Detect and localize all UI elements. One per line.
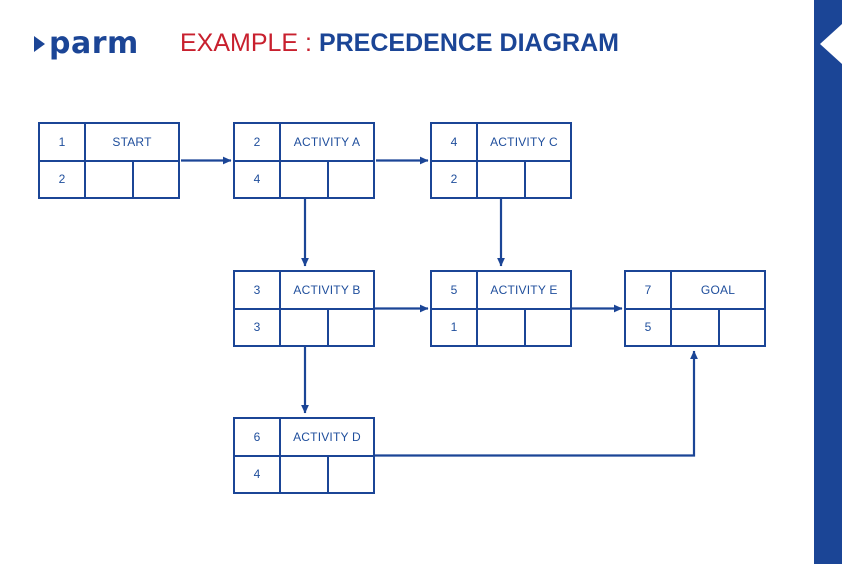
node-duration: 4 bbox=[235, 456, 281, 492]
node-row-bottom: 4 bbox=[235, 161, 373, 198]
chevron-left-icon bbox=[820, 24, 842, 64]
node-blank-left bbox=[281, 161, 329, 197]
title-separator: : bbox=[298, 29, 319, 57]
node-activity-c[interactable]: 4 ACTIVITY C 2 bbox=[430, 122, 572, 199]
node-row-top: 2 ACTIVITY A bbox=[235, 124, 373, 162]
node-row-bottom: 2 bbox=[40, 161, 178, 198]
node-goal[interactable]: 7 GOAL 5 bbox=[624, 270, 766, 347]
play-triangle-icon bbox=[34, 36, 45, 52]
node-row-bottom: 1 bbox=[432, 309, 570, 346]
node-row-top: 5 ACTIVITY E bbox=[432, 272, 570, 310]
node-blank-right bbox=[329, 162, 373, 198]
node-number: 7 bbox=[626, 272, 672, 308]
precedence-diagram: 1 START 2 2 ACTIVITY A 4 4 ACTIVITY C 2 bbox=[38, 122, 766, 494]
page-title: EXAMPLE : PRECEDENCE DIAGRAM bbox=[180, 29, 619, 58]
node-activity-b[interactable]: 3 ACTIVITY B 3 bbox=[233, 270, 375, 347]
node-start[interactable]: 1 START 2 bbox=[38, 122, 180, 199]
node-blank-right bbox=[526, 310, 570, 346]
node-duration: 2 bbox=[40, 161, 86, 197]
node-blank-right bbox=[329, 310, 373, 346]
node-row-top: 1 START bbox=[40, 124, 178, 162]
node-number: 4 bbox=[432, 124, 478, 160]
node-label: ACTIVITY B bbox=[293, 282, 361, 297]
node-activity-d[interactable]: 6 ACTIVITY D 4 bbox=[233, 417, 375, 494]
node-number: 6 bbox=[235, 419, 281, 455]
node-label: ACTIVITY C bbox=[490, 134, 558, 149]
node-activity-a[interactable]: 2 ACTIVITY A 4 bbox=[233, 122, 375, 199]
edge-activity-d-to-goal bbox=[375, 350, 698, 457]
node-blank-left bbox=[281, 309, 329, 345]
node-label: GOAL bbox=[700, 282, 736, 297]
node-number: 3 bbox=[235, 272, 281, 308]
node-row-top: 4 ACTIVITY C bbox=[432, 124, 570, 162]
node-label: ACTIVITY D bbox=[293, 429, 361, 444]
node-row-top: 3 ACTIVITY B bbox=[235, 272, 373, 310]
node-blank-left bbox=[478, 161, 526, 197]
node-duration: 4 bbox=[235, 161, 281, 197]
title-main-text: PRECEDENCE DIAGRAM bbox=[318, 29, 619, 57]
node-duration: 2 bbox=[432, 161, 478, 197]
node-row-top: 7 GOAL bbox=[626, 272, 764, 310]
node-label: START bbox=[112, 134, 152, 149]
node-row-bottom: 2 bbox=[432, 161, 570, 198]
node-number: 5 bbox=[432, 272, 478, 308]
right-decorative-bar bbox=[814, 0, 842, 564]
node-blank-left bbox=[281, 456, 329, 492]
logo-wordmark: parm bbox=[49, 26, 139, 61]
node-blank-right bbox=[329, 457, 373, 493]
node-duration: 3 bbox=[235, 309, 281, 345]
node-number: 1 bbox=[40, 124, 86, 160]
node-blank-left bbox=[672, 309, 720, 345]
node-row-bottom: 3 bbox=[235, 309, 373, 346]
node-row-bottom: 5 bbox=[626, 309, 764, 346]
title-example-word: EXAMPLE bbox=[180, 29, 299, 57]
parm-logo[interactable]: parm bbox=[34, 29, 139, 59]
node-label: ACTIVITY A bbox=[293, 134, 361, 149]
node-label: ACTIVITY E bbox=[490, 282, 558, 297]
node-activity-e[interactable]: 5 ACTIVITY E 1 bbox=[430, 270, 572, 347]
node-blank-left bbox=[86, 161, 134, 197]
node-row-bottom: 4 bbox=[235, 456, 373, 493]
node-number: 2 bbox=[235, 124, 281, 160]
node-row-top: 6 ACTIVITY D bbox=[235, 419, 373, 457]
node-blank-right bbox=[526, 162, 570, 198]
slide-header: parm EXAMPLE : PRECEDENCE DIAGRAM bbox=[0, 0, 790, 96]
node-blank-right bbox=[720, 310, 764, 346]
node-blank-left bbox=[478, 309, 526, 345]
node-blank-right bbox=[134, 162, 178, 198]
node-duration: 5 bbox=[626, 309, 672, 345]
node-duration: 1 bbox=[432, 309, 478, 345]
